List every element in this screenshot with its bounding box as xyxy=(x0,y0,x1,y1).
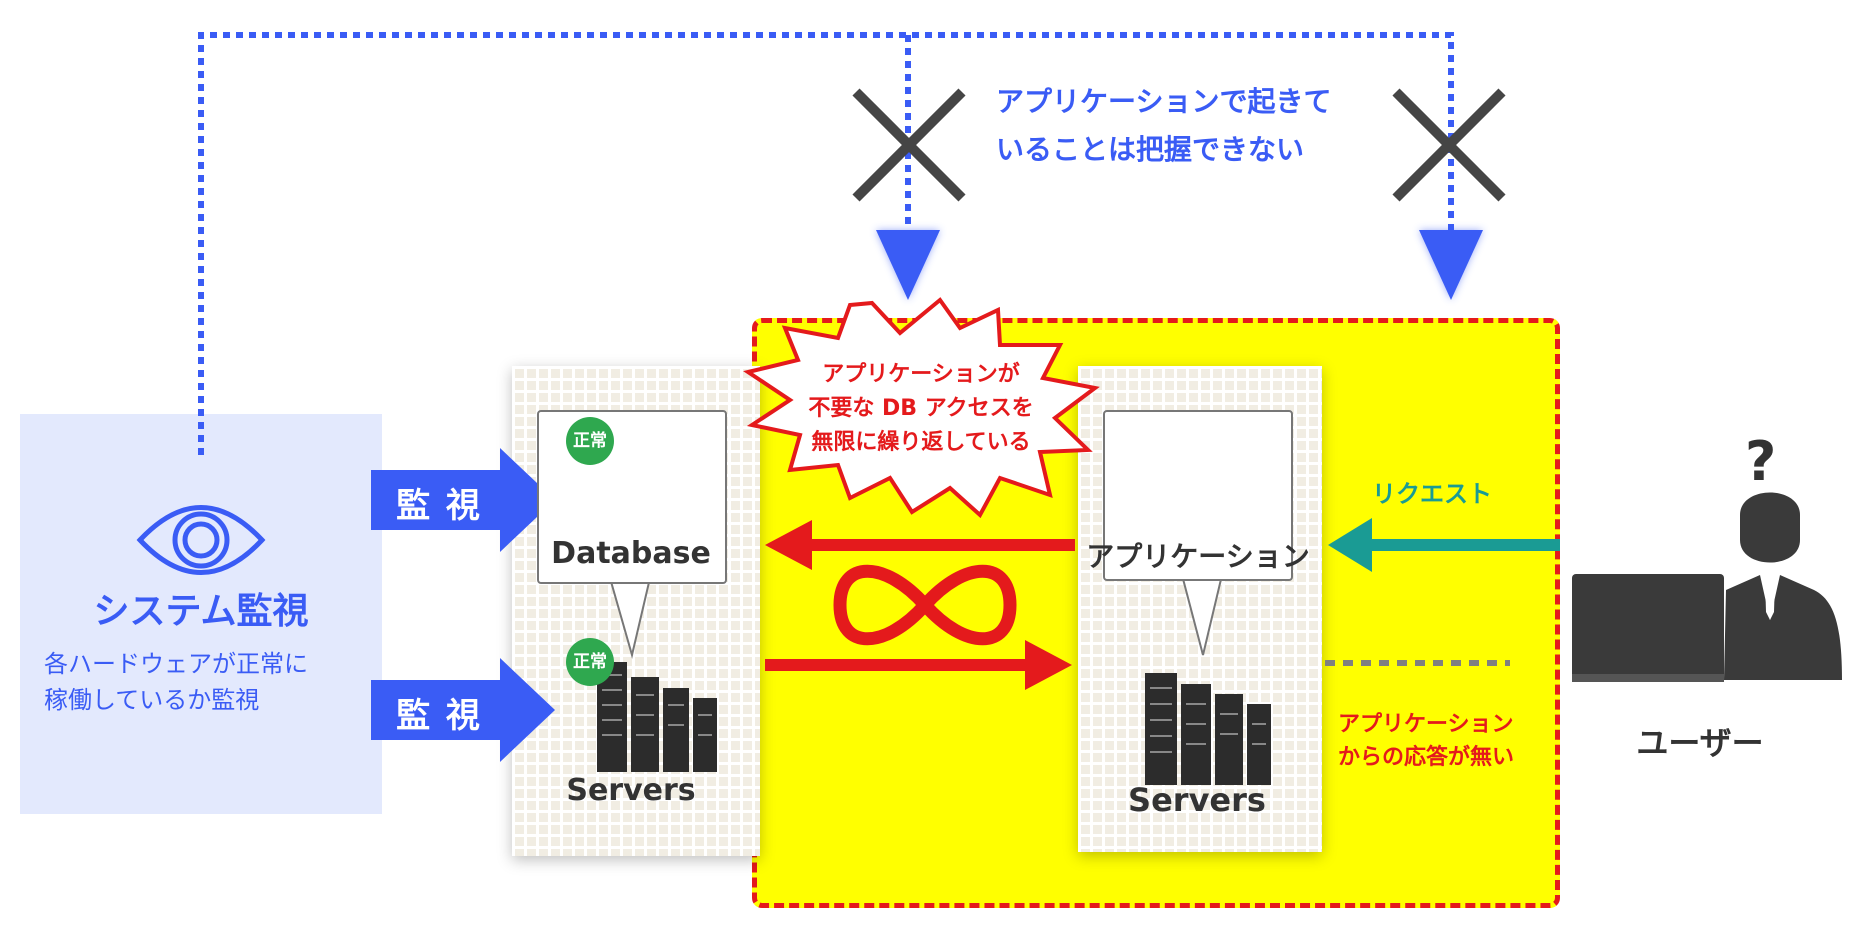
request-label: リクエスト xyxy=(1372,480,1492,508)
server-rack-icon-app xyxy=(1145,673,1271,785)
app-label: アプリケーション xyxy=(1086,540,1310,573)
server-rack-icon-db xyxy=(597,662,717,772)
db-servers-label: Servers xyxy=(566,773,696,808)
user-label: ユーザー xyxy=(1636,724,1764,762)
request-arrow xyxy=(1328,518,1560,572)
loop-arrows xyxy=(765,520,1075,690)
burst-text: アプリケーションが 不要な DB アクセスを 無限に繰り返している xyxy=(796,358,1046,460)
eye-icon xyxy=(136,505,266,575)
down-arrowheads xyxy=(876,230,1483,300)
x-marks xyxy=(852,88,1506,202)
infinity-icon xyxy=(833,564,1017,646)
burst-line2: 不要な DB アクセスを xyxy=(808,396,1034,421)
db-label: Database xyxy=(551,536,711,571)
monitor-db-label: 監 視 xyxy=(396,486,482,526)
monitor-desc-line1: 各ハードウェアが正常に xyxy=(44,650,308,678)
app-callout xyxy=(1103,410,1293,581)
burst-line3: 無限に繰り返している xyxy=(811,430,1031,455)
monitor-desc: 各ハードウェアが正常に 稼働しているか監視 xyxy=(44,646,308,718)
question-mark-icon: ? xyxy=(1745,430,1777,493)
monitor-panel-bg xyxy=(20,414,382,814)
db-status-badge: 正常 xyxy=(566,417,614,465)
no-response-line2: からの応答が無い xyxy=(1338,745,1515,770)
monitor-title: システム監視 xyxy=(93,591,309,632)
monitor-arrows xyxy=(371,448,555,762)
burst-line1: アプリケーションが xyxy=(822,362,1020,387)
unknown-note: アプリケーションで起きて いることは把握できない xyxy=(996,78,1331,174)
unknown-note-line1: アプリケーションで起きて xyxy=(996,85,1332,118)
unknown-note-line2: いることは把握できない xyxy=(996,133,1305,166)
user-icon xyxy=(1572,492,1842,682)
no-response-note: アプリケーション からの応答が無い xyxy=(1338,708,1514,774)
monitor-servers-label: 監 視 xyxy=(396,696,482,736)
no-response-line1: アプリケーション xyxy=(1338,712,1514,737)
db-servers-status-badge: 正常 xyxy=(566,638,614,686)
app-servers-label: Servers xyxy=(1128,781,1266,819)
monitor-desc-line2: 稼働しているか監視 xyxy=(44,686,260,714)
alert-burst xyxy=(743,297,1100,519)
